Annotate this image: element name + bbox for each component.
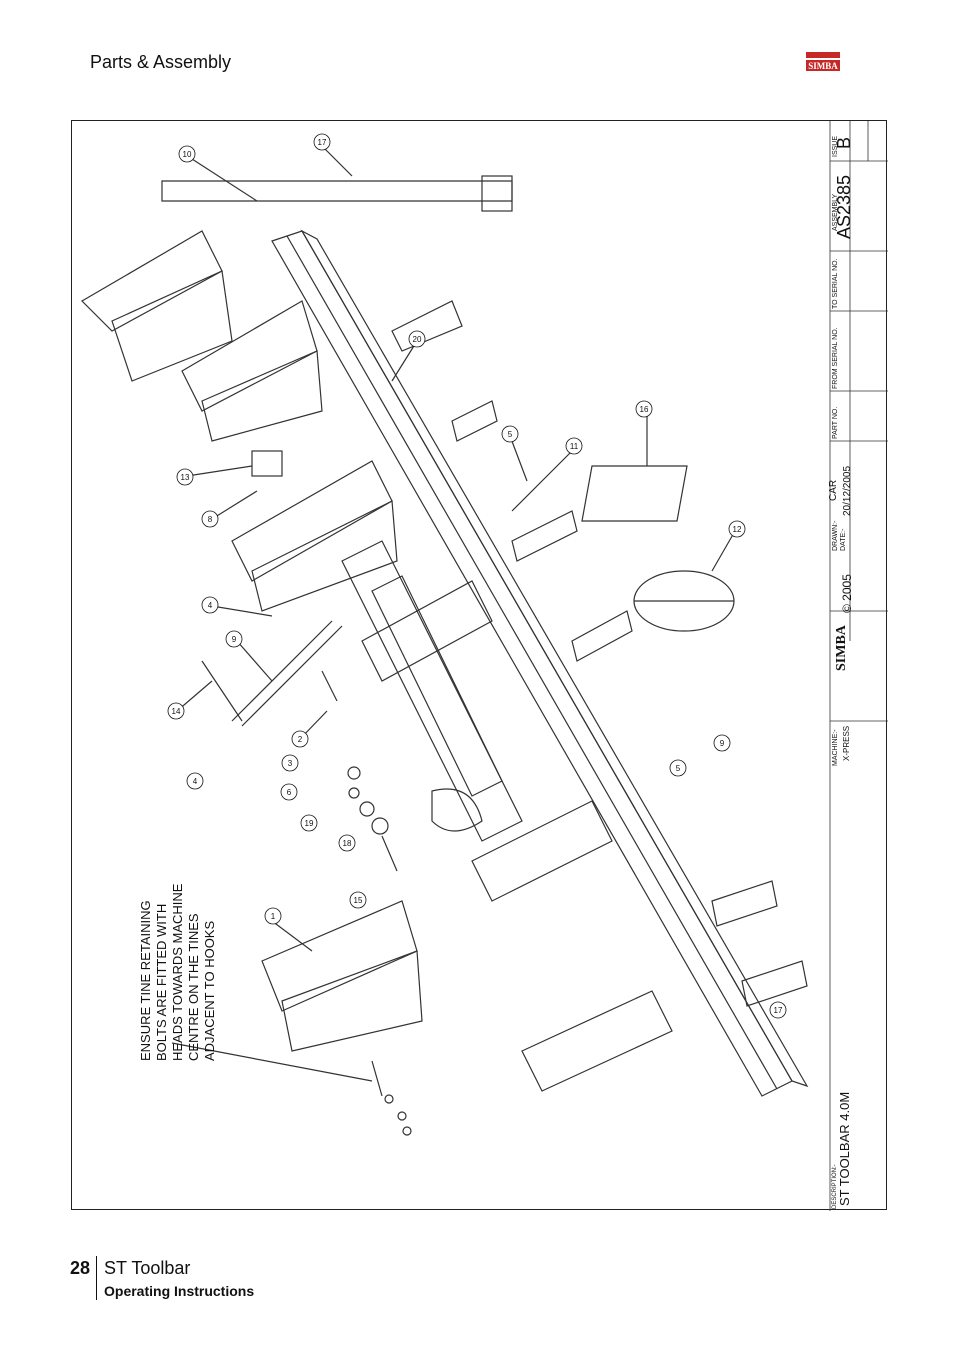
date-label: DATE:-: [840, 528, 847, 551]
tine-bottom-2: [471, 800, 613, 902]
part-no-label: PART NO.: [832, 406, 839, 439]
tine-left-2: [181, 300, 323, 442]
page-number: 28: [70, 1258, 91, 1278]
description-value: ST TOOLBAR 4.0M: [837, 1091, 852, 1206]
page-header-title: Parts & Assembly: [90, 52, 232, 72]
tine-bottom-3: [521, 990, 673, 1092]
footer-title: ST Toolbar: [104, 1258, 191, 1278]
assembly-drawing: 10 17 20 16 5 11 13 8 12 4 9 14 2 9 3 5 …: [71, 120, 888, 1211]
issue-value: B: [834, 136, 854, 149]
tine-mid-2: [361, 580, 493, 682]
drawn-value: CAR: [828, 479, 839, 501]
operating-manual: [581, 465, 688, 522]
tine-left-top: [81, 230, 233, 382]
machine-value: X-PRESS: [842, 725, 851, 761]
assembly-note: ENSURE TINE RETAINING BOLTS ARE FITTED W…: [138, 883, 217, 1061]
copyright: © 2005: [840, 574, 854, 613]
tine-bottom-1: [261, 900, 423, 1052]
logo-text: SIMBA: [808, 61, 838, 71]
assembly-number: AS2385: [834, 174, 854, 239]
drawn-label: DRAWN:-: [832, 520, 839, 551]
date-value: 20/12/2005: [842, 465, 853, 516]
exploded-view-illustration: [81, 145, 809, 1136]
machine-label: MACHINE:-: [832, 729, 839, 766]
headstock-frame: [341, 540, 523, 842]
from-serial-label: FROM SERIAL NO.: [832, 327, 839, 389]
tine-mid-1: [231, 460, 398, 612]
to-serial-label: TO SERIAL NO.: [832, 258, 839, 309]
footer-subtitle: Operating Instructions: [104, 1283, 255, 1299]
footer-divider: [96, 1256, 97, 1300]
brand-mark: SIMBA: [834, 625, 849, 671]
simba-logo: SIMBA: [806, 52, 840, 74]
toolbar-bar: [161, 180, 513, 202]
